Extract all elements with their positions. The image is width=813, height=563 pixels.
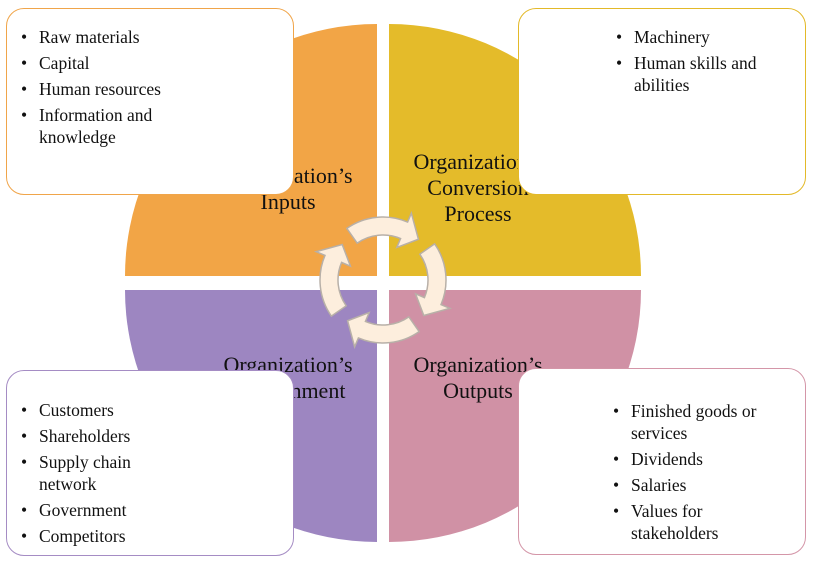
list-item: •Capital (21, 53, 90, 73)
bullet-icon: • (21, 500, 28, 520)
conversion-process-list: •Machinery •Human skills and abilities (614, 26, 799, 100)
bullet-icon: • (21, 53, 28, 73)
environment-box: •Customers •Shareholders •Supply chain n… (6, 370, 294, 556)
bullet-icon: • (613, 475, 620, 495)
label-line: Conversion (427, 175, 529, 200)
bullet-icon: • (21, 27, 28, 47)
arrow-outputs-to-environment-icon (346, 311, 421, 350)
list-item: •Customers (21, 400, 114, 420)
list-item: •Finished goods or services (613, 401, 757, 443)
list-item: •Values for stakeholders (613, 501, 719, 543)
list-item: •Human resources (21, 79, 161, 99)
arrow-environment-to-inputs-icon (313, 243, 352, 318)
quadrant-conversion-process (389, 24, 641, 276)
list-item: •Salaries (613, 475, 687, 495)
outputs-list: •Finished goods or services •Dividends •… (611, 400, 801, 548)
list-item: •Supply chain network (21, 452, 131, 494)
outputs-box: •Finished goods or services •Dividends •… (518, 368, 806, 555)
list-item: •Government (21, 500, 127, 520)
inputs-list: •Raw materials •Capital •Human resources… (19, 26, 219, 152)
list-item: •Shareholders (21, 426, 131, 446)
cycle-arrows (313, 210, 453, 350)
bullet-icon: • (21, 526, 28, 546)
quadrant-label-outputs: Organization’s Outputs (388, 352, 568, 404)
arrow-conversion-to-outputs-icon (414, 242, 453, 317)
list-item: •Human skills and abilities (616, 53, 757, 95)
list-item: •Raw materials (21, 27, 140, 47)
inputs-box: •Raw materials •Capital •Human resources… (6, 8, 294, 195)
environment-list: •Customers •Shareholders •Supply chain n… (19, 399, 189, 551)
bullet-icon: • (21, 105, 28, 125)
conversion-process-box: •Machinery •Human skills and abilities (518, 8, 806, 195)
label-line: Process (444, 201, 512, 226)
label-line: Outputs (443, 378, 513, 403)
bullet-icon: • (616, 27, 623, 47)
bullet-icon: • (21, 400, 28, 420)
bullet-icon: • (21, 452, 28, 472)
list-item: •Competitors (21, 526, 126, 546)
label-line: Organization’s (413, 352, 543, 377)
quadrant-outputs (389, 290, 641, 542)
list-item: •Dividends (613, 449, 703, 469)
arrow-inputs-to-conversion-icon (345, 210, 420, 249)
list-item: •Information and knowledge (21, 105, 153, 147)
bullet-icon: • (21, 79, 28, 99)
bullet-icon: • (613, 401, 620, 421)
bullet-icon: • (613, 449, 620, 469)
bullet-icon: • (616, 53, 623, 73)
bullet-icon: • (21, 426, 28, 446)
list-item: •Machinery (616, 27, 710, 47)
bullet-icon: • (613, 501, 620, 521)
